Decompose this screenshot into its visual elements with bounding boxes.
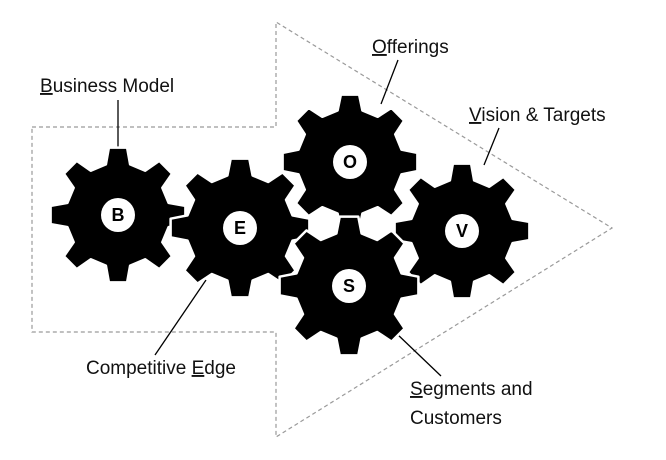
gear-offerings: O xyxy=(281,93,419,231)
gear-business-model: B xyxy=(49,146,187,284)
gear-b-hub xyxy=(101,198,135,232)
label-segments-initial: S xyxy=(410,379,423,400)
label-competitive-edge-initial: E xyxy=(192,358,205,379)
label-segments-and: Segments and xyxy=(410,379,533,400)
label-competitive-edge: Competitive Edge xyxy=(86,358,236,379)
gear-v-letter: V xyxy=(456,221,468,241)
label-offerings: Offerings xyxy=(372,37,449,58)
label-vision-targets-initial: V xyxy=(469,105,482,126)
label-offerings-rest: fferings xyxy=(387,37,449,58)
label-competitive-edge-prefix: Competitive xyxy=(86,358,192,379)
gear-o-hub xyxy=(333,145,367,179)
label-business-model: Business Model xyxy=(40,76,174,97)
label-vision-targets: Vision & Targets xyxy=(469,105,606,126)
gear-v-hub xyxy=(445,214,479,248)
gear-e-hub xyxy=(223,211,257,245)
gear-s-letter: S xyxy=(343,276,355,296)
label-vision-targets-rest: ision & Targets xyxy=(481,105,605,126)
leader-line-competitive-edge xyxy=(154,279,207,356)
gear-segments-customers: S xyxy=(278,215,420,357)
label-offerings-initial: O xyxy=(372,37,387,58)
arrow-outline xyxy=(31,20,614,439)
label-business-model-rest: usiness Model xyxy=(53,76,174,97)
gear-o-letter: O xyxy=(343,152,357,172)
label-business-model-initial: B xyxy=(40,76,53,97)
leader-line-offerings xyxy=(380,59,399,105)
leader-line-vision-targets xyxy=(483,127,500,166)
gear-e-letter: E xyxy=(234,218,246,238)
gear-vision-targets: V xyxy=(393,162,531,300)
label-segments-rest: egments and xyxy=(423,379,533,400)
label-customers: Customers xyxy=(410,408,502,429)
gear-competitive-edge: E xyxy=(169,157,311,299)
gear-b-letter: B xyxy=(112,205,125,225)
leader-line-segments-customers xyxy=(395,332,442,377)
label-competitive-edge-rest: dge xyxy=(204,358,236,379)
gear-s-hub xyxy=(332,269,366,303)
